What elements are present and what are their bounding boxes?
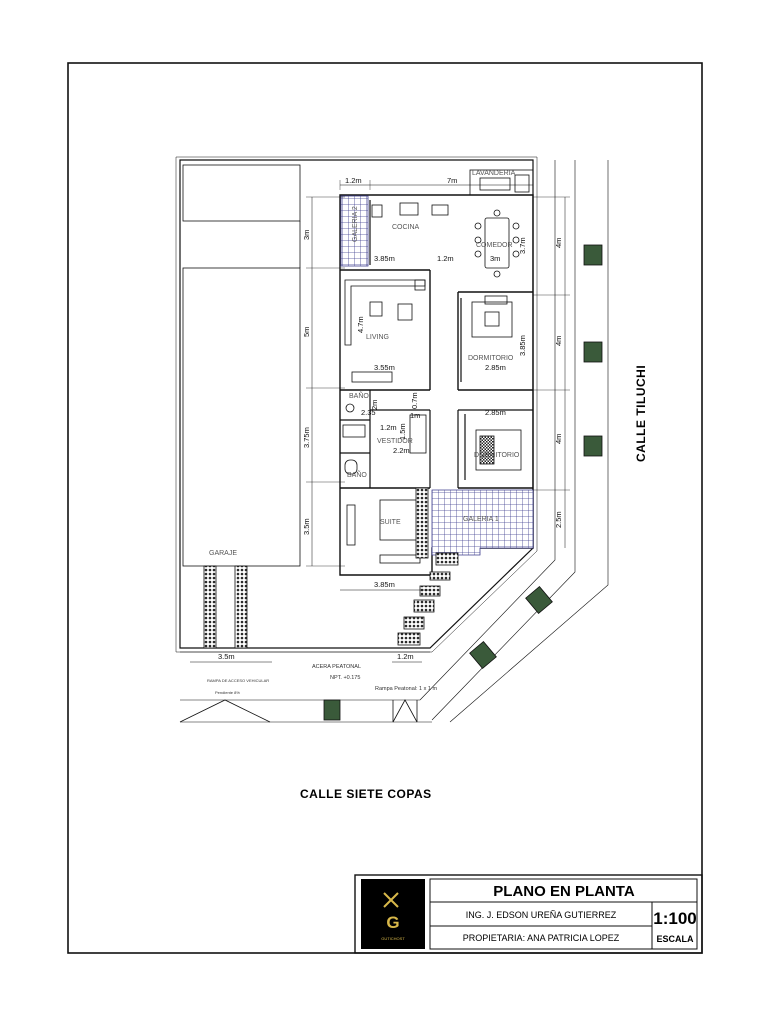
room-dormitorio: DORMITORIO <box>468 355 514 362</box>
title-block: G GUTICHOST PLANO EN PLANTA ING. J. EDSO… <box>354 874 703 954</box>
room-lavanderia: LAVANDERIA <box>472 170 516 177</box>
room-bano-2: BAÑO <box>347 470 367 479</box>
floor-plan <box>175 156 609 723</box>
tree-planter <box>583 435 603 457</box>
dim-label: 2.85m <box>485 363 506 372</box>
tree-planter <box>323 699 341 721</box>
dim-label: 2m <box>370 400 379 410</box>
room-bano-1: BAÑO <box>349 391 369 400</box>
property-boundary <box>179 159 534 649</box>
tree-planter <box>469 640 497 670</box>
logo-caption: GUTICHOST <box>381 936 405 941</box>
tools-icon <box>383 892 399 908</box>
owner-name: PROPIETARIA: ANA PATRICIA LOPEZ <box>463 933 620 943</box>
tree-planter <box>525 585 553 615</box>
dim-label: 2.2m <box>393 446 410 455</box>
dim-label: 4m <box>554 238 563 248</box>
dim-label: 3.85m <box>374 254 395 263</box>
dim-label: 1m <box>410 411 420 420</box>
room-vestidor: VESTIDOR <box>377 438 413 445</box>
site-notes: ACERA PEATONAL NPT. +0.175 Rampa Peatona… <box>207 664 437 695</box>
room-garaje: GARAJE <box>209 550 237 557</box>
room-cocina: COCINA <box>392 224 420 231</box>
tree-planter <box>583 244 603 266</box>
note-acera: ACERA PEATONAL <box>312 664 361 670</box>
dim-label: 3.7m <box>518 237 527 254</box>
dim-label: 2.5m <box>554 511 563 528</box>
logo-letter: G <box>386 913 399 932</box>
dim-label: 4m <box>554 434 563 444</box>
engineer-name: ING. J. EDSON UREÑA GUTIERREZ <box>466 910 617 920</box>
room-suite: SUITE <box>380 519 401 526</box>
room-comedor: COMEDOR <box>476 242 513 249</box>
dim-label: 7m <box>447 176 457 185</box>
dimension-labels: 1.2m 7m 3.85m 1.2m 3m 3.7m 4.7m 3.55m 3.… <box>218 176 563 661</box>
dim-label: 3m <box>302 230 311 240</box>
dim-label: 3.75m <box>302 427 311 448</box>
dim-label: 4.7m <box>356 316 365 333</box>
dim-label: 1.5m <box>398 423 407 440</box>
dim-label: 3.5m <box>218 652 235 661</box>
room-galeria-1: GALERIA 1 <box>463 516 499 523</box>
right-sidewalk <box>419 160 556 701</box>
sheet-frame <box>67 62 703 954</box>
dim-label: 3.85m <box>518 335 527 356</box>
tree-planter <box>583 341 603 363</box>
dim-label: 1.2m <box>437 254 454 263</box>
vehicle-ramp <box>179 699 271 723</box>
scale-value: 1:100 <box>653 909 696 928</box>
room-living: LIVING <box>366 334 389 341</box>
dim-label: 3.55m <box>374 363 395 372</box>
street-bottom-label: CALLE SIETE COPAS <box>300 787 432 801</box>
note-rampa-peatonal: Rampa Peatonal: 1 x 1 m <box>375 686 437 692</box>
room-dormitorio-2: DORMITORIO <box>474 452 520 459</box>
note-npt: NPT. +0.175 <box>330 675 360 681</box>
note-rampa-vehicular: RAMPA DE ACCESO VEHICULAR <box>207 678 269 683</box>
room-labels: LAVANDERIA GALERIA 2 COCINA COMEDOR LIVI… <box>209 170 520 557</box>
garage-track-right <box>234 565 248 649</box>
dim-label: 0.7m <box>410 392 419 409</box>
street-right-label: CALLE TILUCHI <box>634 365 648 462</box>
garage-track-left <box>203 565 217 649</box>
plan-title: PLANO EN PLANTA <box>493 883 635 900</box>
pedestrian-ramp <box>392 699 418 723</box>
scale-label: ESCALA <box>656 934 694 944</box>
logo-box <box>361 879 425 949</box>
dim-label: 3.85m <box>374 580 395 589</box>
dim-label: 2.85m <box>485 408 506 417</box>
galeria-2-tiles <box>340 195 369 267</box>
dim-label: 3.5m <box>302 518 311 535</box>
dim-label: 4m <box>554 336 563 346</box>
room-galeria-2: GALERIA 2 <box>352 206 359 242</box>
dim-label: 5m <box>302 327 311 337</box>
dim-label: 3m <box>490 254 500 263</box>
dim-label: 1.2m <box>380 423 397 432</box>
dim-label: 1.2m <box>345 176 362 185</box>
dim-label: 2.35 <box>361 408 376 417</box>
dim-label: 1.2m <box>397 652 414 661</box>
note-pendiente: Pendiente 8% <box>215 690 240 695</box>
